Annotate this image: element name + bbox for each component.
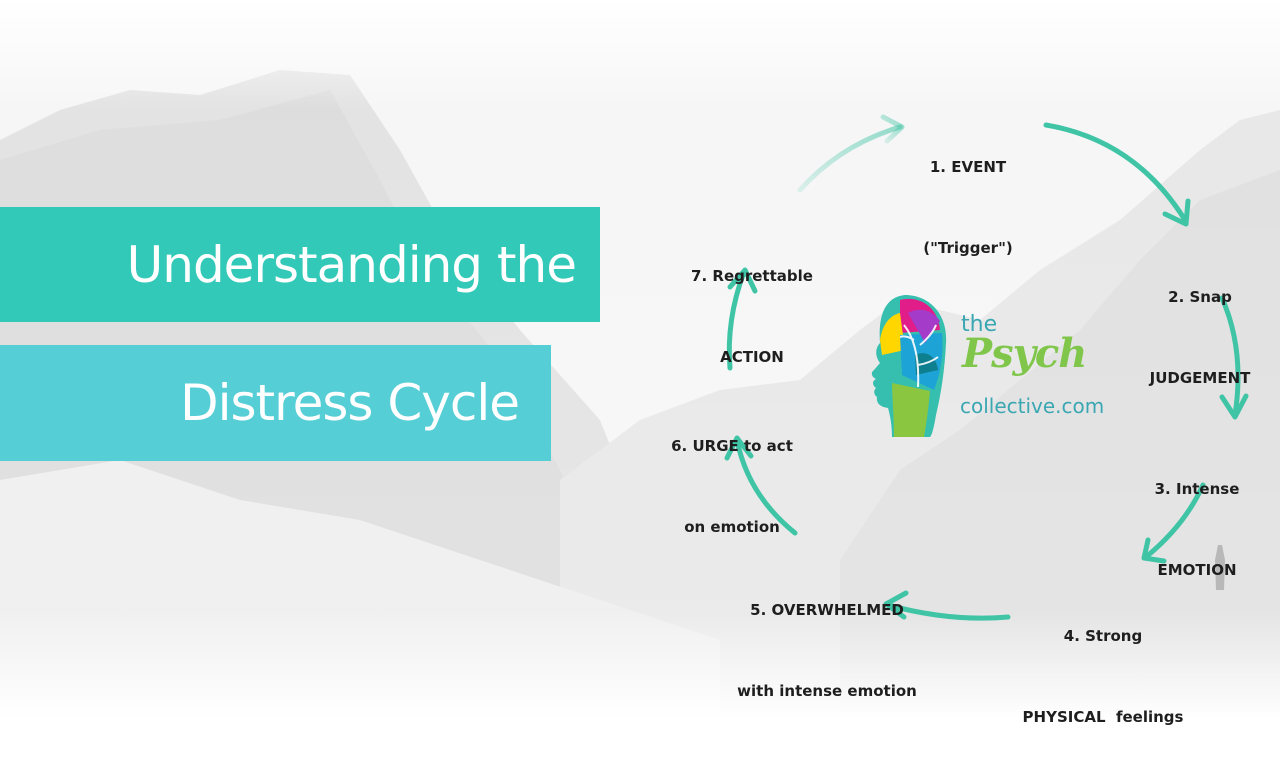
step-regrettable-action-line2: ACTION bbox=[720, 348, 784, 366]
step-regrettable-action: 7. Regrettable ACTION bbox=[677, 209, 827, 398]
head-profile-icon bbox=[871, 295, 947, 437]
title-banner-line-1: Understanding the bbox=[0, 207, 600, 322]
step-physical-feelings-line2: PHYSICAL feelings bbox=[1022, 708, 1184, 726]
arrowhead-event bbox=[880, 114, 905, 144]
logo-the: the bbox=[961, 312, 998, 337]
step-overwhelmed-line2: with intense emotion bbox=[737, 682, 917, 700]
arrowhead-emotion bbox=[1219, 393, 1249, 420]
arrow-action-to-event bbox=[797, 124, 903, 193]
cycle-arrows bbox=[724, 114, 1249, 621]
step-event: 1. EVENT ("Trigger") bbox=[898, 100, 1038, 289]
step-physical-feelings-line1: 4. Strong bbox=[1063, 627, 1143, 645]
step-snap-judgement-line2: JUDGEMENT bbox=[1149, 369, 1251, 387]
arrow-emotion-to-physical bbox=[1143, 482, 1206, 560]
title-banner-line-2: Distress Cycle bbox=[0, 345, 551, 461]
step-intense-emotion-line1: 3. Intense bbox=[1154, 480, 1240, 498]
step-urge: 6. URGE to act on emotion bbox=[657, 379, 807, 568]
step-intense-emotion: 3. Intense EMOTION bbox=[1127, 422, 1267, 611]
step-regrettable-action-line1: 7. Regrettable bbox=[691, 267, 813, 285]
arrow-physical-to-overwhelmed bbox=[885, 602, 1011, 621]
arrow-overwhelmed-to-urge bbox=[734, 437, 798, 536]
step-event-line1: 1. EVENT bbox=[929, 158, 1007, 176]
title-line-2: Distress Cycle bbox=[180, 374, 520, 432]
arrowhead-judgement bbox=[1162, 198, 1191, 227]
step-urge-line1: 6. URGE to act bbox=[671, 437, 793, 455]
step-snap-judgement-line1: 2. Snap bbox=[1168, 288, 1232, 306]
arrowhead-action bbox=[727, 267, 758, 294]
step-overwhelmed: 5. OVERWHELMED with intense emotion bbox=[727, 543, 927, 732]
arrow-judgement-to-emotion bbox=[1219, 295, 1241, 418]
step-intense-emotion-line2: EMOTION bbox=[1157, 561, 1237, 579]
step-snap-judgement: 2. Snap JUDGEMENT bbox=[1130, 230, 1270, 419]
arrow-event-to-judgement bbox=[1043, 122, 1188, 223]
step-overwhelmed-line1: 5. OVERWHELMED bbox=[750, 601, 904, 619]
step-physical-feelings: 4. Strong PHYSICAL feelings bbox=[1003, 569, 1203, 758]
arrowhead-physical bbox=[1141, 537, 1167, 564]
step-urge-line2: on emotion bbox=[684, 518, 780, 536]
logo-domain: collective.com bbox=[960, 394, 1105, 418]
title-line-1: Understanding the bbox=[126, 235, 577, 294]
arrowhead-urge bbox=[724, 435, 754, 461]
arrow-urge-to-action bbox=[726, 269, 747, 371]
step-event-line2: ("Trigger") bbox=[923, 239, 1013, 257]
arrowhead-overwhelmed bbox=[883, 590, 909, 620]
logo-psych: Psych bbox=[962, 330, 1087, 377]
